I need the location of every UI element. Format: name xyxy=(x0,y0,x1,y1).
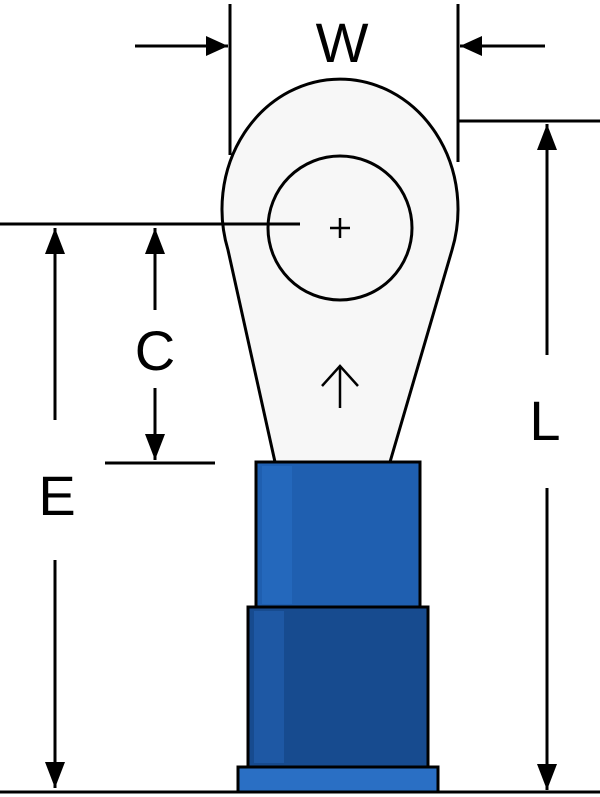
insulation-sleeve xyxy=(236,460,440,794)
e-label: E xyxy=(38,464,75,527)
direction-arrow-icon xyxy=(321,364,359,408)
l-label: L xyxy=(529,389,560,452)
ring-terminal xyxy=(220,77,460,464)
dimension-c: C xyxy=(135,228,175,460)
center-crosshair-icon xyxy=(330,218,350,238)
dimension-w: W xyxy=(135,4,545,162)
c-label: C xyxy=(135,319,175,382)
w-label: W xyxy=(316,11,369,74)
dimension-e: E xyxy=(38,228,76,788)
sleeve-base xyxy=(236,765,440,794)
dimension-l: L xyxy=(458,119,600,790)
sleeve-lower xyxy=(246,605,430,769)
